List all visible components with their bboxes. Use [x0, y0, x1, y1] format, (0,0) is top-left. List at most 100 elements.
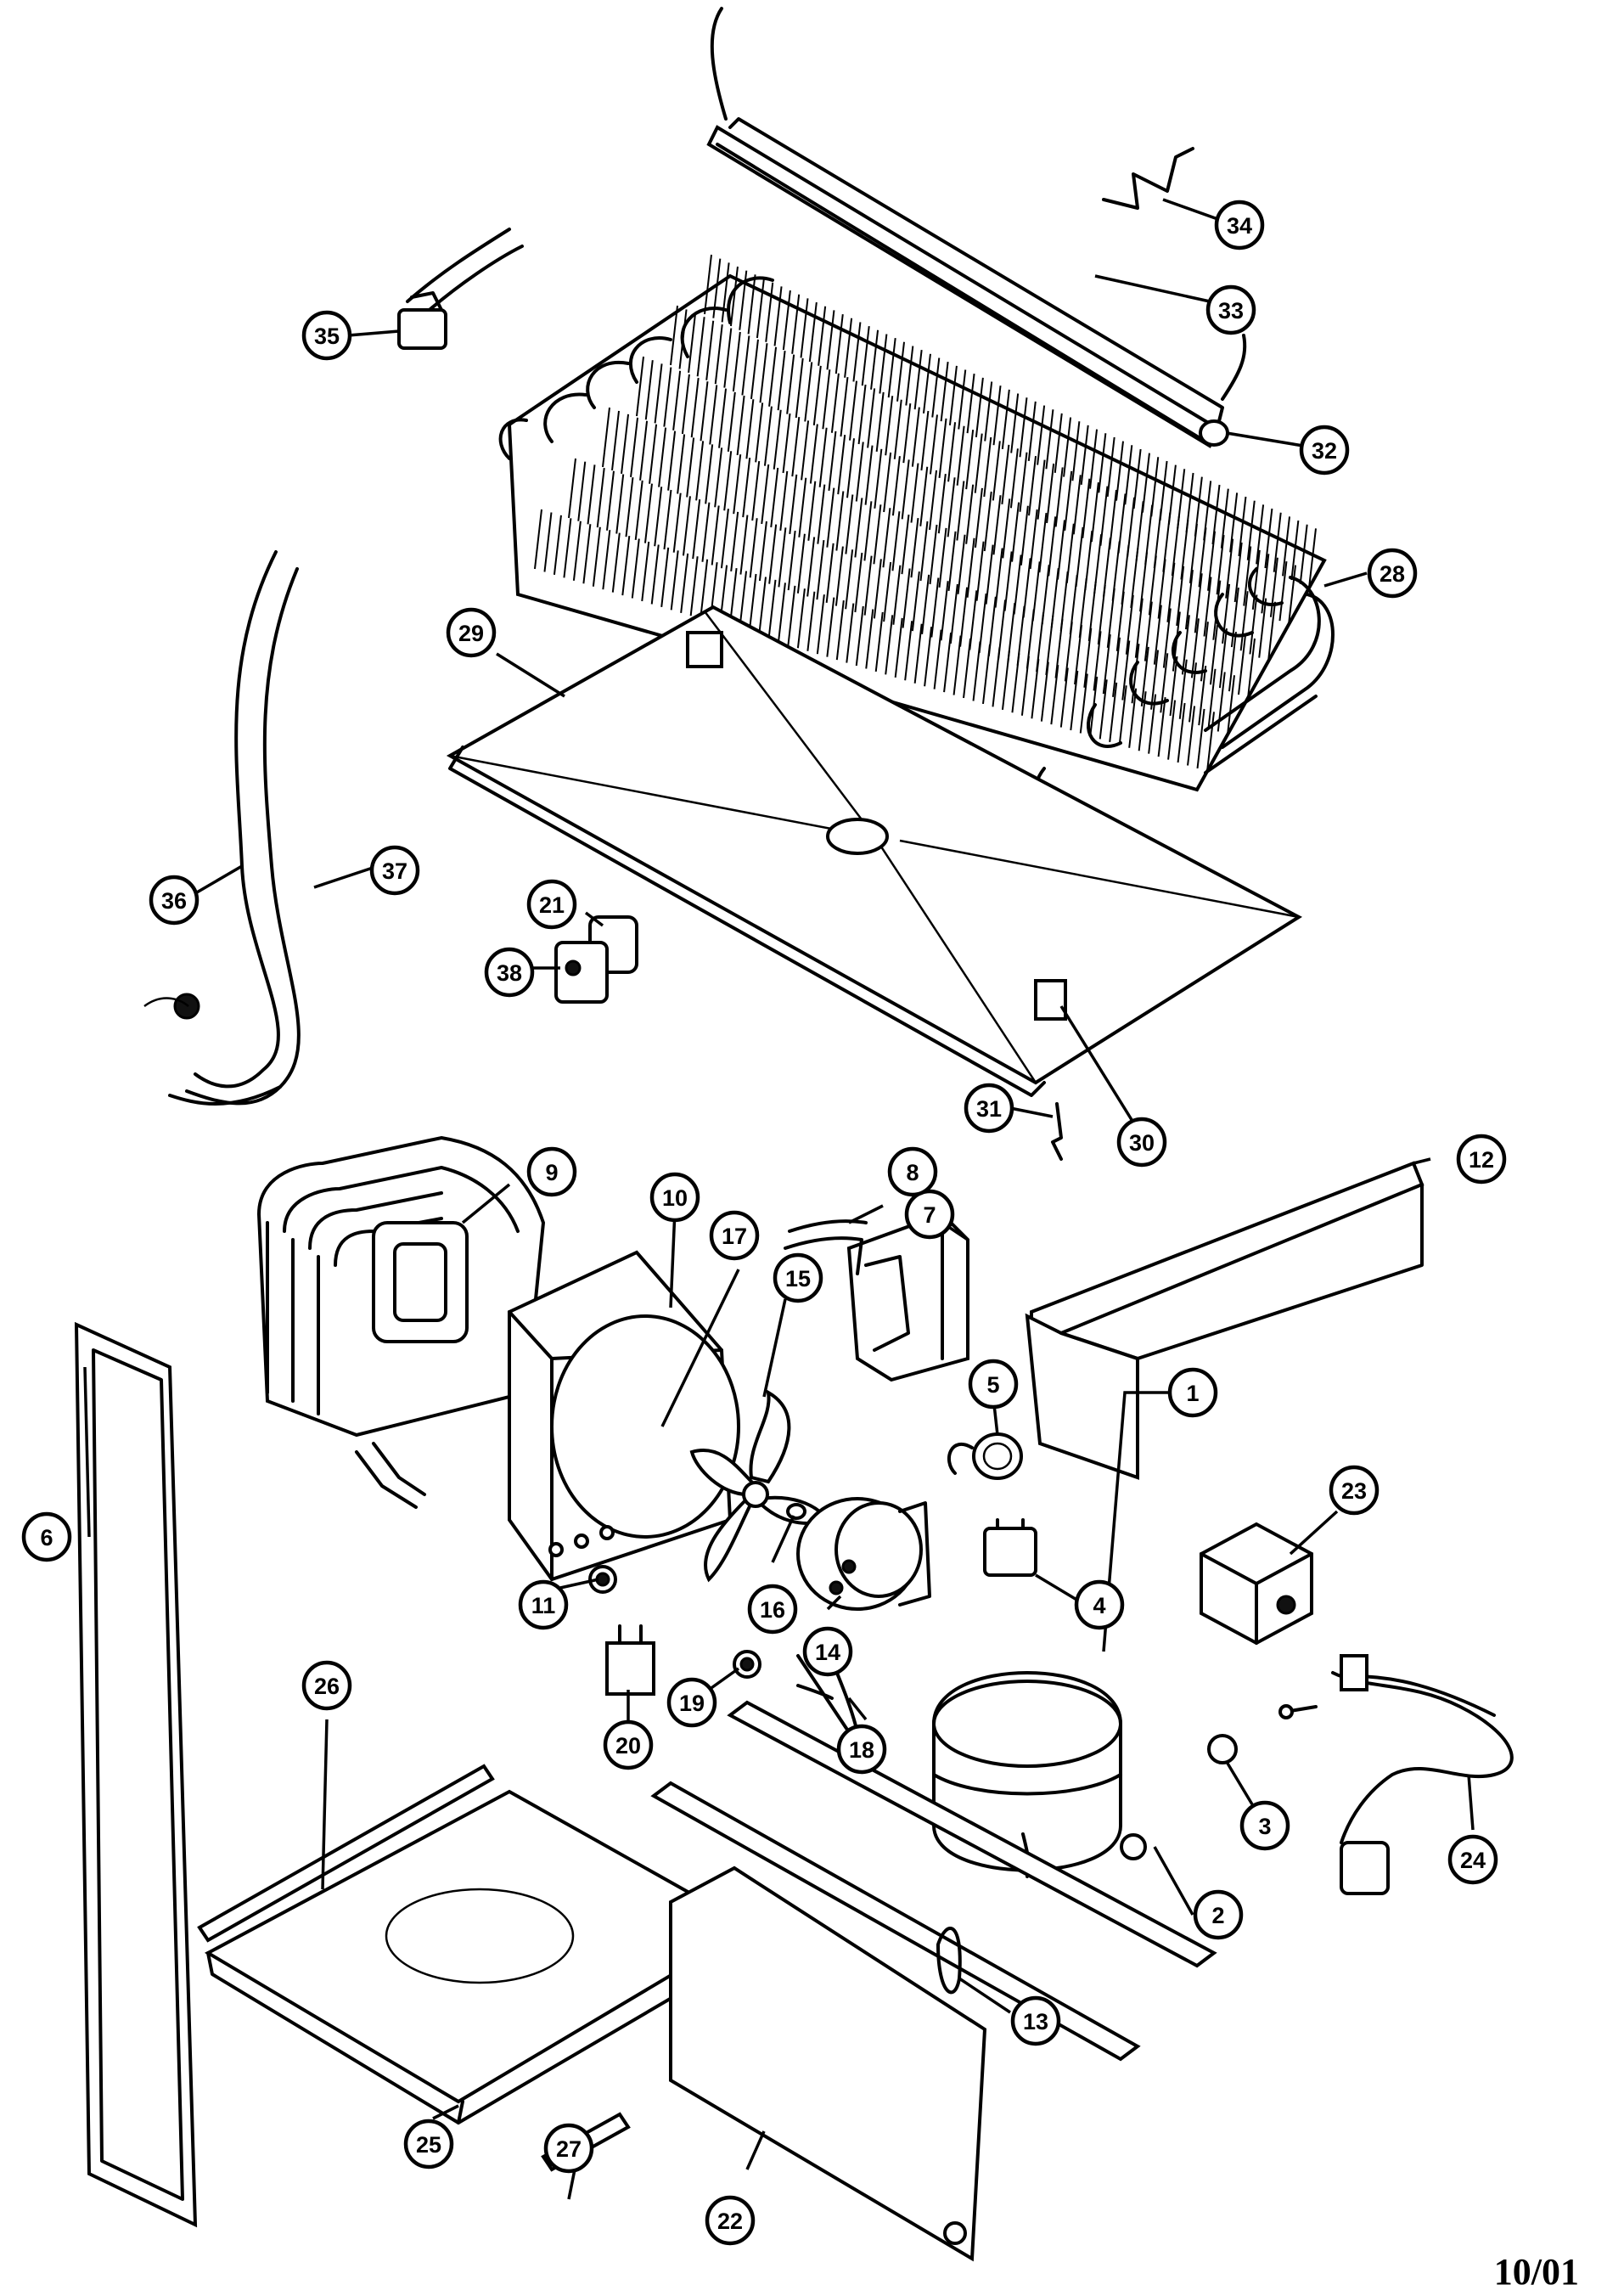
evaporator-fin [879, 334, 888, 394]
evaporator-fin [956, 425, 965, 486]
evaporator-fin [1097, 584, 1106, 645]
evaporator-fin [789, 474, 798, 534]
evaporator-fin [845, 549, 854, 610]
evaporator-fin [763, 406, 773, 466]
callout-34: 34 [1214, 200, 1265, 250]
evaporator-fin [867, 388, 876, 448]
evaporator-fin [1046, 463, 1055, 524]
evaporator-fin [1198, 527, 1207, 588]
evaporator-fin [1040, 661, 1049, 722]
evaporator-fin [887, 338, 896, 398]
evaporator-fin [865, 609, 874, 669]
evaporator-fin [768, 524, 778, 584]
part-20-relay [605, 1624, 655, 1696]
evaporator-fin [718, 388, 728, 448]
evaporator-fin [1194, 573, 1203, 633]
evaporator-fin [641, 541, 650, 602]
evaporator-fin [1258, 598, 1267, 658]
evaporator-fin [956, 481, 965, 541]
evaporator-fin [857, 384, 867, 445]
evaporator-fin [750, 339, 759, 399]
evaporator-fin [758, 577, 767, 637]
evaporator-fin [1109, 682, 1118, 742]
part-21-38-holders [554, 915, 638, 1004]
evaporator-fin [1264, 508, 1273, 569]
evaporator-fin [1099, 679, 1108, 740]
evaporator-fin [874, 611, 884, 672]
evaporator-fin [1054, 413, 1063, 474]
evaporator-fin [1031, 659, 1040, 719]
svg-text:32: 32 [1312, 438, 1337, 464]
evaporator-fin [1002, 498, 1011, 559]
evaporator-fin [592, 526, 601, 587]
evaporator-fin [779, 470, 789, 532]
part-31-pin [1051, 1102, 1063, 1161]
callout-23: 23 [1329, 1465, 1380, 1516]
part-9-condenser [256, 1135, 546, 1509]
part-19-grommet [733, 1650, 761, 1679]
evaporator-fin [1028, 456, 1037, 516]
evaporator-fin [1188, 523, 1198, 583]
evaporator-fin [636, 356, 644, 417]
evaporator-fin [1093, 631, 1102, 691]
evaporator-fin [1009, 448, 1019, 509]
svg-text:6: 6 [40, 1525, 53, 1550]
evaporator-fin [892, 565, 902, 625]
evaporator-fin [883, 452, 892, 513]
evaporator-fin [787, 585, 796, 645]
evaporator-fin [943, 632, 952, 693]
evaporator-fin [704, 254, 712, 315]
evaporator-fin [1207, 668, 1217, 729]
evaporator-fin [854, 552, 863, 613]
evaporator-fin [1080, 425, 1089, 486]
callout-13: 13 [1010, 1995, 1061, 2046]
evaporator-fin [1144, 601, 1153, 661]
evaporator-fin [773, 409, 782, 470]
evaporator-fin [663, 489, 672, 550]
evaporator-fin [1089, 429, 1099, 489]
evaporator-fin [1196, 708, 1205, 769]
evaporator-fin [992, 385, 1002, 446]
evaporator-fin [994, 548, 1003, 608]
evaporator-fin [786, 354, 795, 414]
evaporator-fin [958, 369, 967, 430]
evaporator-fin [959, 587, 969, 647]
evaporator-fin [658, 427, 667, 487]
evaporator-fin [864, 445, 874, 505]
evaporator-fin [947, 531, 957, 591]
evaporator-fin [940, 362, 949, 422]
svg-text:34: 34 [1227, 213, 1252, 239]
evaporator-fin [1115, 591, 1125, 651]
evaporator-fin [602, 407, 610, 468]
evaporator-fin [654, 487, 663, 547]
svg-text:20: 20 [615, 1733, 641, 1759]
callout-3: 3 [1239, 1800, 1290, 1851]
evaporator-fin [1157, 697, 1166, 757]
evaporator-fin [747, 274, 756, 335]
callout-24: 24 [1447, 1834, 1498, 1885]
evaporator-fin [924, 627, 933, 687]
evaporator-fin [834, 313, 844, 374]
part-33-heater-bar [706, 7, 1247, 448]
evaporator-fin [748, 573, 757, 634]
evaporator-fin [1045, 409, 1054, 470]
part-16-washer [786, 1503, 806, 1520]
evaporator-fin [690, 377, 700, 438]
callout-36: 36 [149, 875, 199, 926]
callout-25: 25 [403, 2119, 454, 2169]
evaporator-fin [1070, 670, 1079, 731]
evaporator-fin [714, 324, 723, 385]
evaporator-fin [1184, 570, 1194, 630]
svg-text:5: 5 [986, 1372, 999, 1398]
evaporator-fin [1003, 551, 1013, 611]
evaporator-fin [882, 508, 891, 568]
evaporator-fin [765, 282, 774, 342]
part-15-fan-blade [689, 1389, 831, 1583]
footer-date: 10/01 [1494, 2251, 1579, 2293]
evaporator-fin [705, 444, 714, 504]
evaporator-fin [893, 399, 902, 459]
evaporator-fin [682, 496, 691, 556]
evaporator-fin [1064, 622, 1073, 682]
evaporator-fin [1256, 504, 1265, 565]
